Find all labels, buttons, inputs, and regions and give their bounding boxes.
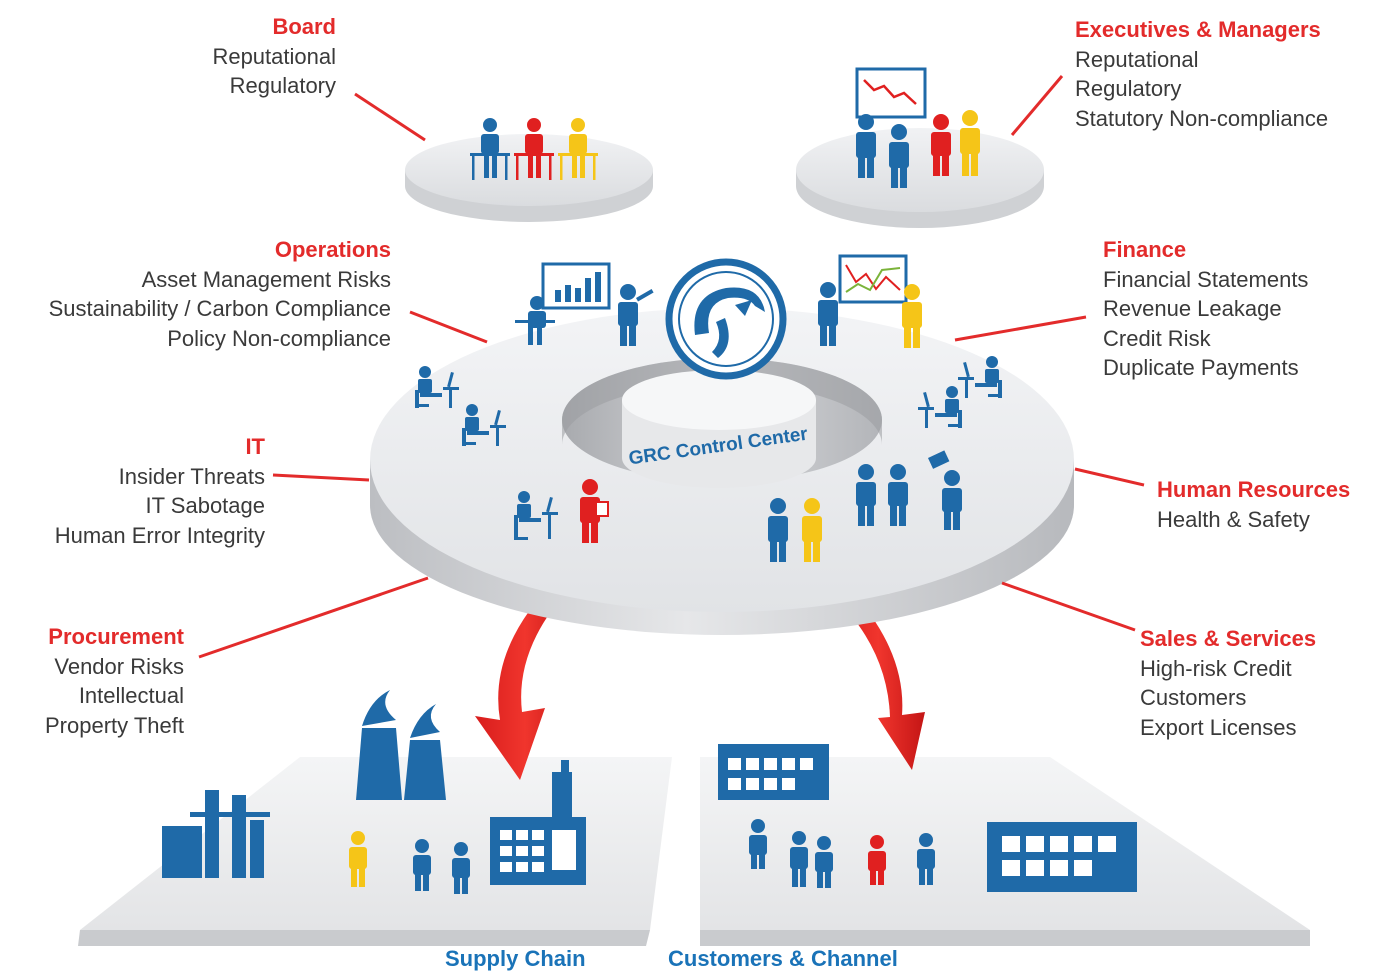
sales-title: Sales & Services: [1140, 626, 1317, 651]
operations-icon: [515, 262, 654, 346]
customers-channel-caption: Customers & Channel: [668, 946, 898, 971]
operations-item: Sustainability / Carbon Compliance: [48, 296, 391, 321]
supply-chain-platform: [78, 757, 672, 946]
it-person-icon: [580, 479, 609, 543]
supply-chain-caption: Supply Chain: [445, 946, 586, 971]
office-building-icon: [718, 744, 829, 800]
finance-item: Duplicate Payments: [1103, 355, 1299, 380]
power-plant-icon: [356, 690, 446, 800]
hr-people-icon: [768, 450, 962, 562]
board-members-icon: [470, 118, 598, 180]
hr-label-block: Human Resources Health & Safety: [1157, 475, 1350, 534]
desk-worker-icon: [918, 356, 1002, 428]
customers-scene: [718, 744, 1137, 892]
grc-control-center-pillar: GRC Control Center: [622, 370, 816, 488]
executives-item: Regulatory: [1075, 76, 1182, 101]
executives-item: Reputational: [1075, 46, 1199, 72]
procurement-title: Procurement: [48, 624, 184, 649]
connector-lines: [198, 75, 1145, 659]
finance-item: Financial Statements: [1103, 266, 1309, 292]
executives-item: Statutory Non-compliance: [1075, 105, 1329, 131]
procurement-item: Property Theft: [45, 712, 184, 738]
finance-item: Revenue Leakage: [1103, 296, 1282, 321]
people-icon: [749, 819, 935, 888]
presentation-board-icon: [838, 254, 908, 304]
it-item: IT Sabotage: [145, 493, 265, 518]
grc-logo-icon: [665, 258, 787, 380]
board-item: Reputational: [212, 43, 336, 69]
executives-label-block: Executives & Managers Reputational Regul…: [1075, 15, 1328, 133]
operations-item: Asset Management Risks: [141, 266, 391, 292]
customers-arrow-icon: [832, 582, 925, 770]
board-item: Regulatory: [229, 73, 336, 98]
finance-title: Finance: [1103, 237, 1187, 262]
sales-item: Customers: [1140, 685, 1247, 710]
people-icon: [349, 831, 470, 894]
it-item: Human Error Integrity: [54, 522, 265, 548]
board-label-block: Board Reputational Regulatory: [212, 12, 336, 101]
procurement-label-block: Procurement Vendor Risks Intellectual Pr…: [45, 622, 184, 740]
desk-worker-icon: [415, 366, 558, 540]
sales-item: High-risk Credit: [1140, 655, 1292, 681]
finance-icon: [818, 254, 922, 348]
supply-chain-arrow-icon: [475, 580, 575, 780]
office-building-icon: [987, 822, 1137, 892]
procurement-item: Vendor Risks: [54, 653, 184, 679]
it-title: IT: [245, 434, 265, 459]
hr-item: Health & Safety: [1157, 506, 1310, 532]
hr-title: Human Resources: [1157, 477, 1351, 502]
executives-title: Executives & Managers: [1075, 17, 1321, 42]
operations-label-block: Operations Asset Management Risks Sustai…: [49, 235, 391, 353]
operations-item: Policy Non-compliance: [167, 325, 391, 351]
it-label-block: IT Insider Threats IT Sabotage Human Err…: [55, 432, 265, 550]
sales-label-block: Sales & Services High-risk Credit Custom…: [1140, 624, 1316, 742]
procurement-item: Intellectual: [78, 683, 184, 708]
presentation-board-icon: [855, 67, 927, 119]
finance-label-block: Finance Financial Statements Revenue Lea…: [1103, 235, 1308, 383]
board-disc: [405, 134, 653, 222]
supply-chain-scene: [162, 690, 586, 894]
it-item: Insider Threats: [118, 463, 265, 489]
finance-item: Credit Risk: [1103, 325, 1211, 351]
refinery-icon: [162, 790, 270, 878]
executives-disc: [796, 128, 1044, 228]
presentation-board-icon: [541, 262, 611, 310]
executives-icon: [855, 67, 980, 188]
board-title: Board: [272, 14, 336, 39]
operations-title: Operations: [274, 237, 391, 262]
sales-item: Export Licenses: [1140, 714, 1297, 740]
